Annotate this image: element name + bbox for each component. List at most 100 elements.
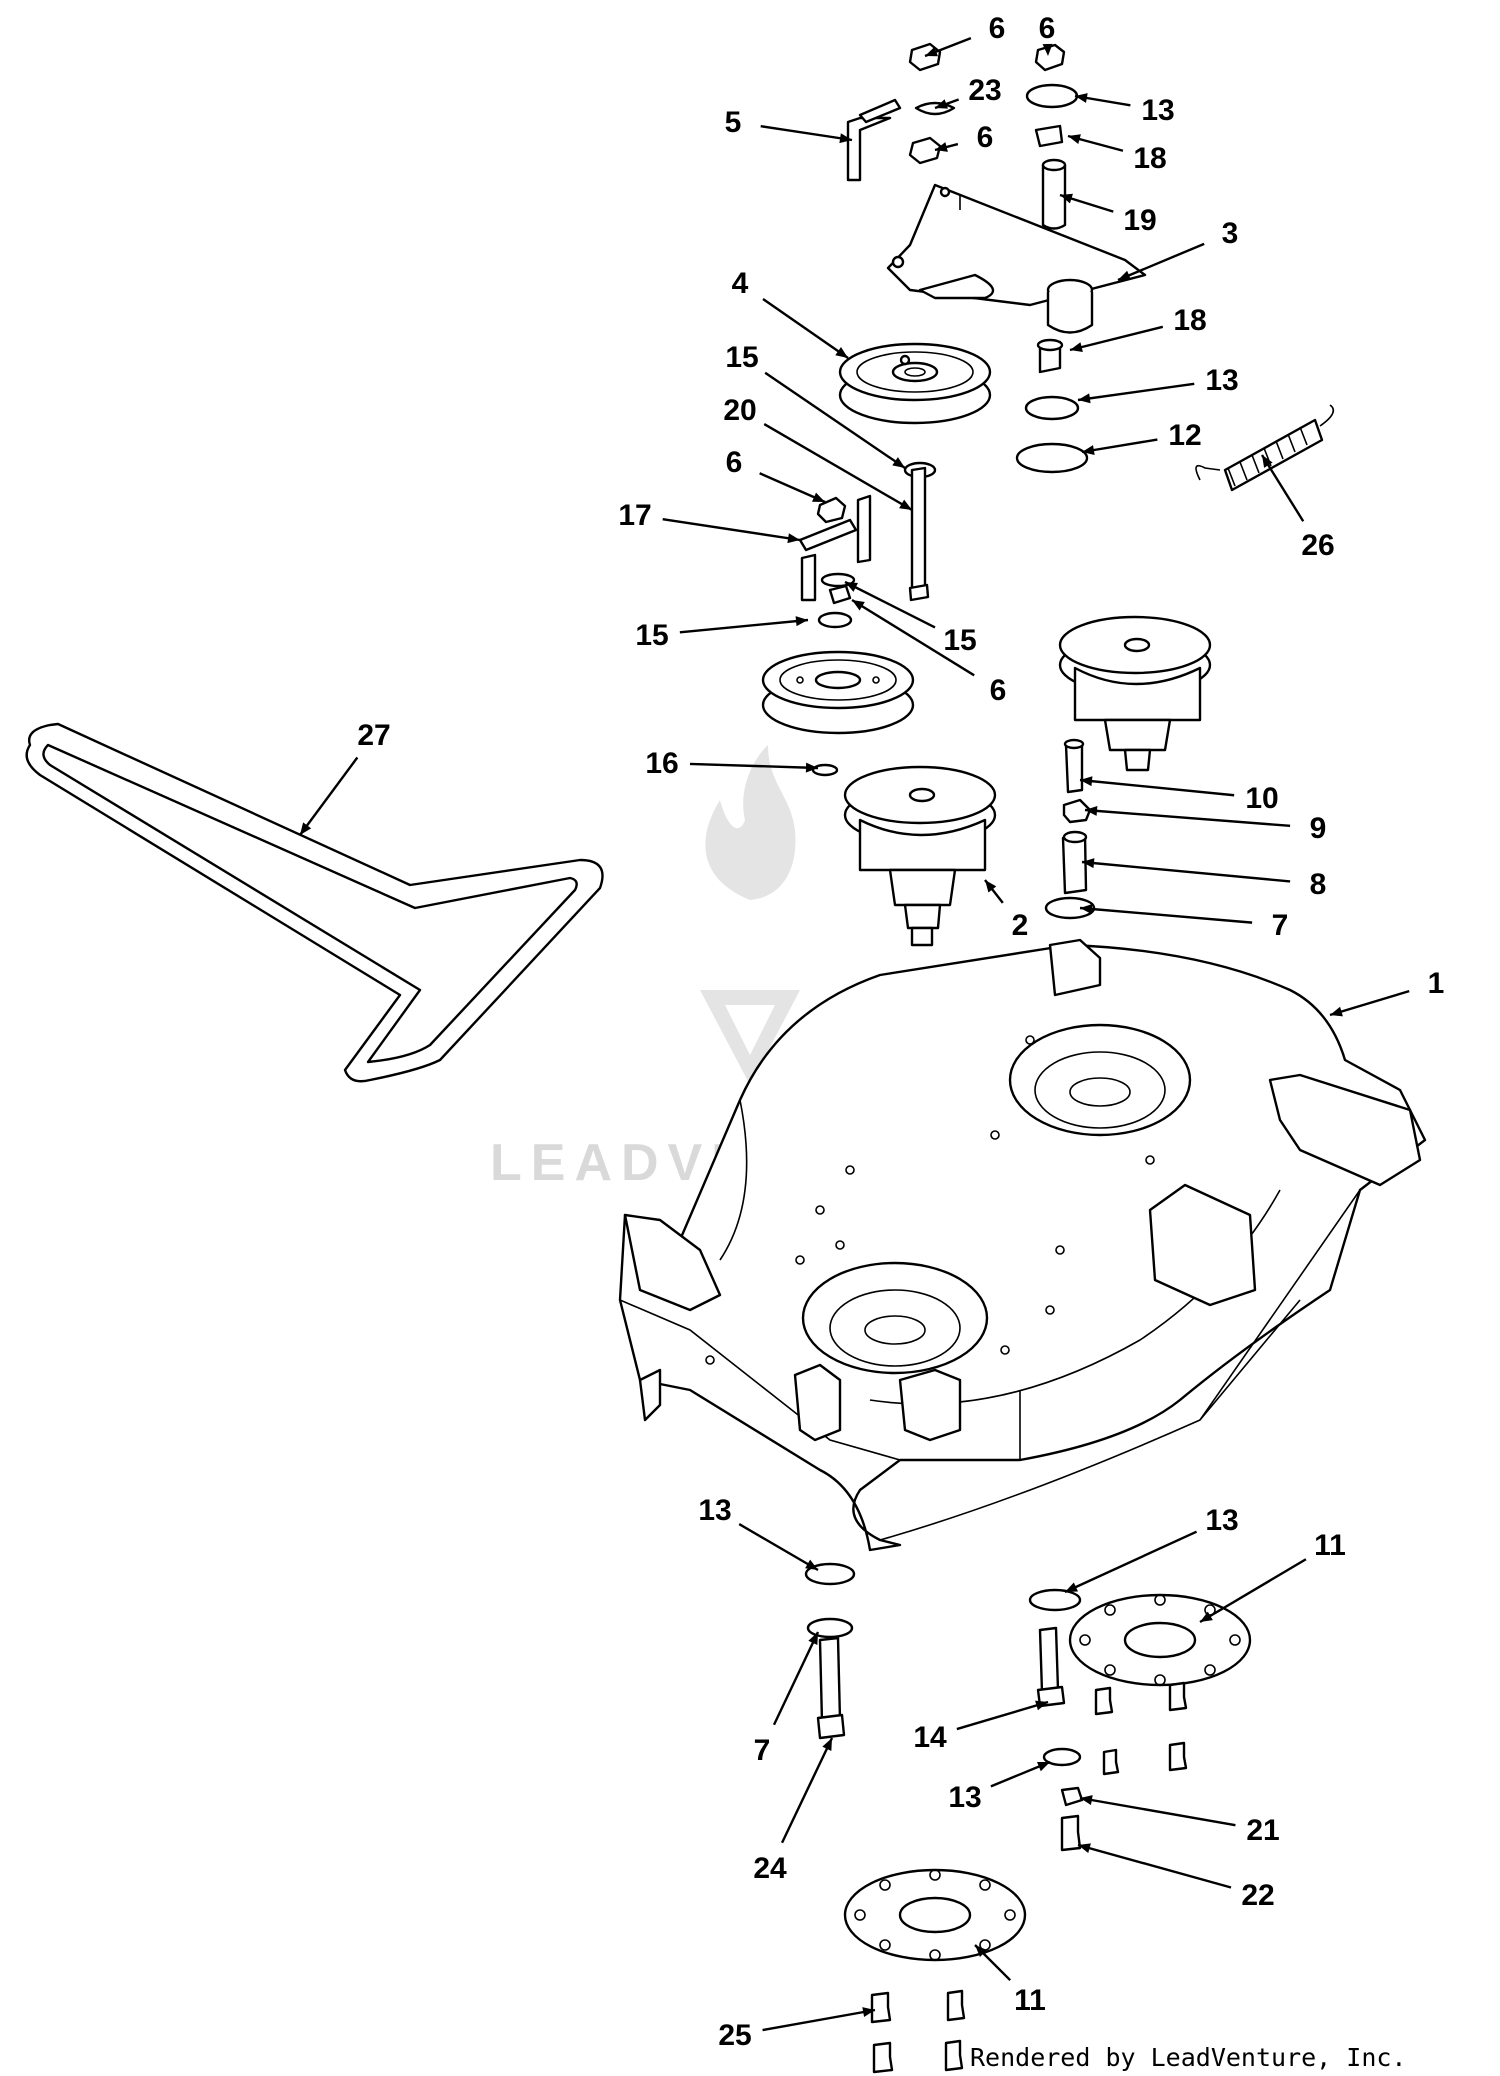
part-idler-bracket [886, 183, 1147, 334]
leader-line [662, 518, 801, 542]
callout-c23: 23 [934, 74, 1002, 110]
leader-arrowhead [892, 457, 905, 468]
callout-c7a: 7 [1079, 904, 1289, 942]
part-spindle-right [1058, 615, 1212, 772]
leader-line [760, 125, 853, 142]
leader-arrowhead [1080, 1795, 1093, 1805]
leader-arrowhead [805, 1559, 818, 1570]
callout-c5: 5 [725, 106, 853, 144]
leader-line [689, 762, 819, 770]
callout-number: 19 [1123, 204, 1156, 237]
callout-number: 20 [723, 394, 756, 427]
part-idler-pulley-4 [838, 342, 992, 425]
callout-c4: 4 [732, 267, 849, 359]
leader-arrowhead [1075, 93, 1088, 103]
hardware-right-column [903, 338, 1089, 602]
leader-arrowhead [1082, 858, 1095, 869]
watermark-v-icon [700, 990, 800, 1085]
leader-line [1117, 242, 1205, 282]
leader-line [1199, 1558, 1307, 1624]
callout-number: 13 [1141, 94, 1174, 127]
callout-number: 8 [1310, 868, 1327, 901]
part-spindle-2 [843, 765, 997, 947]
watermark-flame-icon [705, 745, 796, 900]
leader-arrowhead [1080, 904, 1093, 914]
leader-line [1081, 860, 1291, 883]
leader-line [1079, 778, 1235, 797]
leader-arrowhead [985, 880, 997, 893]
callout-number: 7 [754, 1734, 771, 1767]
callout-number: 7 [1272, 909, 1289, 942]
leader-arrowhead [1262, 455, 1273, 468]
callout-c24: 24 [753, 1737, 834, 1885]
part-mower-deck [618, 938, 1427, 1552]
callout-number: 18 [1173, 304, 1206, 337]
callout-c13e: 13 [948, 1760, 1051, 1814]
callout-c15b: 15 [635, 616, 809, 652]
callout-number: 26 [1301, 529, 1334, 562]
callout-c15c: 15 [844, 580, 977, 657]
callout-number: 11 [1314, 1529, 1346, 1562]
callout-number: 11 [1014, 1984, 1046, 2017]
leader-arrowhead [1078, 393, 1091, 404]
callout-number: 12 [1168, 419, 1201, 452]
leader-arrowhead [805, 762, 818, 773]
callout-number: 15 [943, 624, 976, 657]
leader-line [780, 1737, 834, 1844]
callout-c6d: 6 [726, 446, 826, 504]
leader-line [851, 598, 975, 677]
callout-c12: 12 [1081, 419, 1202, 455]
leader-line [1077, 1843, 1232, 1889]
callout-c2: 2 [984, 879, 1028, 942]
hardware-bolt-stack [1044, 738, 1096, 920]
callout-c8: 8 [1081, 858, 1327, 901]
callout-c21: 21 [1079, 1795, 1280, 1847]
leader-arrowhead [839, 133, 852, 144]
leader-line [763, 423, 913, 512]
part-idler-arm-17 [798, 494, 872, 629]
callout-c20: 20 [723, 394, 913, 512]
callout-number: 9 [1310, 812, 1327, 845]
callout-number: 18 [1133, 142, 1166, 175]
part-spring [1195, 404, 1335, 492]
callout-c14: 14 [913, 1700, 1049, 1754]
leader-line [844, 580, 936, 629]
callout-number: 22 [1241, 1879, 1274, 1912]
callout-number: 6 [977, 121, 994, 154]
leader-arrowhead [1060, 193, 1073, 204]
callout-number: 1 [1428, 967, 1445, 1000]
leader-arrowhead [1082, 445, 1095, 455]
part-idler-pulley-left [761, 650, 915, 735]
leader-arrowhead [1078, 1843, 1091, 1854]
callout-number: 3 [1222, 217, 1239, 250]
part-belt [25, 722, 604, 1083]
callout-number: 5 [725, 106, 742, 139]
callout-number: 24 [753, 1852, 787, 1885]
callout-number: 15 [725, 341, 758, 374]
callout-c13a: 13 [1074, 93, 1175, 127]
callout-c10: 10 [1079, 776, 1279, 815]
leader-line [772, 1631, 820, 1726]
callout-number: 13 [1205, 364, 1238, 397]
leader-arrowhead [795, 616, 808, 627]
callout-c15a: 15 [725, 341, 906, 469]
leader-line [1260, 454, 1305, 522]
leader-arrowhead [925, 46, 938, 57]
leader-arrowhead [1035, 1700, 1048, 1711]
leader-line [679, 618, 809, 634]
callout-number: 4 [732, 267, 749, 300]
callout-c11b: 11 [974, 1944, 1046, 2017]
leader-arrowhead [935, 99, 948, 109]
leader-line [1079, 1796, 1236, 1827]
callout-c9: 9 [1084, 805, 1327, 845]
callout-c1: 1 [1329, 967, 1445, 1017]
part-washer-16 [811, 763, 839, 777]
callout-c26: 26 [1260, 454, 1335, 562]
callout-number: 27 [357, 719, 390, 752]
leader-arrowhead [845, 582, 858, 592]
leader-arrowhead [1042, 43, 1053, 56]
callout-c18a: 18 [1067, 134, 1167, 175]
leader-arrowhead [862, 2007, 875, 2018]
footer-credit: Rendered by LeadVenture, Inc. [970, 2043, 1407, 2072]
